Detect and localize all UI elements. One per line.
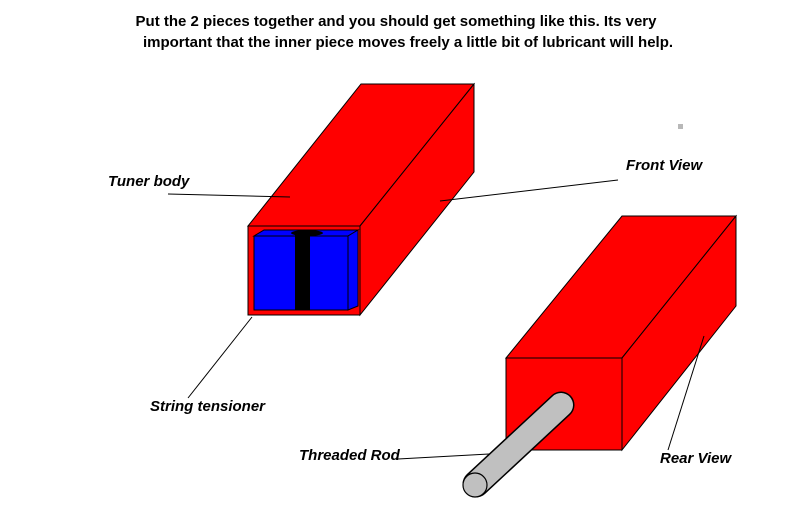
label-front-view: Front View xyxy=(626,157,703,174)
label-threaded-rod: Threaded Rod xyxy=(299,447,400,464)
string-tensioner-side xyxy=(347,229,359,311)
leader-front-view xyxy=(439,179,619,202)
caption-line-1: Put the 2 pieces together and you should… xyxy=(135,13,657,30)
leader-rear-view xyxy=(667,335,705,451)
stray-mark xyxy=(678,124,683,129)
rear-view-tuner-body xyxy=(462,214,738,498)
threaded-rod-fill xyxy=(464,393,573,496)
label-tuner-body: Tuner body xyxy=(108,173,190,190)
threaded-rod-end xyxy=(462,472,488,498)
string-slot-top xyxy=(291,230,323,236)
leader-threaded-rod xyxy=(397,453,490,460)
label-rear-view: Rear View xyxy=(660,450,732,467)
label-string-tensioner: String tensioner xyxy=(150,398,266,415)
string-slot xyxy=(295,233,310,310)
leader-string-tensioner xyxy=(187,316,253,399)
leader-tuner-body xyxy=(167,193,291,198)
front-view-tuner-body xyxy=(246,82,476,317)
leader-lines xyxy=(167,179,705,460)
caption-line-2: important that the inner piece moves fre… xyxy=(142,34,674,51)
